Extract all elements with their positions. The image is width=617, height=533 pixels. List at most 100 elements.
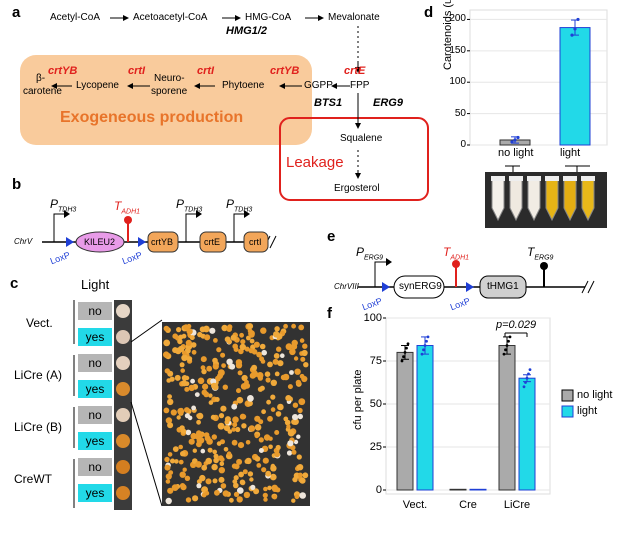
colony	[263, 486, 268, 492]
loxp-triangle-e1	[382, 282, 390, 292]
colony	[249, 477, 254, 482]
gene-thmg1: tHMG1	[487, 281, 519, 292]
colony	[247, 395, 254, 402]
colony	[291, 498, 296, 503]
colony	[202, 383, 209, 390]
colony	[203, 325, 210, 333]
panel-d-bars	[499, 17, 591, 146]
colony	[181, 350, 187, 356]
colony	[170, 409, 177, 416]
terminator-erg9-icon	[540, 262, 548, 270]
panel-label-d: d	[424, 4, 434, 21]
colony	[296, 434, 301, 439]
colony	[258, 437, 264, 443]
colony	[200, 365, 206, 371]
data-point	[525, 376, 529, 380]
legend-swatch-light	[561, 405, 574, 418]
colony	[192, 448, 197, 453]
colony	[213, 338, 218, 343]
colony	[239, 479, 246, 485]
colony	[233, 482, 239, 489]
colony	[211, 463, 218, 471]
colony	[287, 384, 293, 390]
colony	[232, 416, 239, 424]
colony	[205, 457, 212, 465]
colony	[201, 368, 207, 375]
colony	[222, 384, 228, 390]
colony	[266, 399, 271, 405]
colony	[227, 324, 233, 330]
colony	[232, 479, 238, 484]
colony	[236, 458, 243, 465]
data-point	[405, 346, 408, 350]
colony	[181, 354, 188, 362]
colony	[232, 343, 238, 350]
colony	[287, 429, 295, 437]
promoter-subscript: TDH3	[58, 206, 77, 214]
spot-group	[116, 304, 130, 500]
colony	[172, 347, 179, 354]
colony	[287, 440, 294, 447]
colony	[218, 413, 225, 419]
colony	[186, 328, 193, 335]
tick-label: 100	[449, 76, 466, 88]
colony	[294, 368, 301, 375]
colony	[221, 363, 227, 368]
colony	[221, 324, 228, 332]
colony	[201, 492, 207, 498]
colony	[296, 464, 304, 471]
colony	[256, 463, 262, 468]
colony	[254, 424, 262, 431]
colony	[164, 368, 170, 374]
light-yes-cell: yes	[78, 328, 112, 346]
bar	[449, 488, 467, 491]
metabolite-phytoene: Phytoene	[222, 80, 265, 91]
colony	[267, 415, 273, 422]
spot	[116, 304, 130, 318]
bar	[559, 27, 591, 146]
colony	[231, 463, 238, 469]
light-header: Light	[81, 277, 110, 292]
colony	[250, 484, 256, 490]
colony	[196, 483, 202, 489]
colony	[184, 381, 190, 387]
colony-dots	[163, 323, 309, 505]
colony	[285, 343, 293, 351]
colony	[292, 402, 299, 408]
colony	[276, 333, 283, 340]
panel-label-b: b	[12, 176, 22, 193]
colony	[163, 407, 170, 414]
tube-cap	[545, 176, 559, 181]
tick-label: 150	[449, 44, 466, 56]
colony	[240, 339, 246, 345]
colony	[167, 394, 173, 399]
colony	[280, 353, 285, 359]
colony	[267, 485, 272, 491]
tube-cap	[491, 176, 505, 181]
colony	[196, 437, 204, 444]
colony	[293, 439, 299, 445]
legend-no-light: no light	[577, 389, 613, 401]
colony	[224, 416, 231, 423]
data-point	[406, 342, 410, 346]
group-label: LiCre (B)	[14, 420, 63, 434]
colony	[275, 411, 282, 417]
colony	[285, 395, 292, 402]
spot	[116, 382, 130, 396]
colony	[275, 444, 281, 451]
colony	[195, 461, 202, 468]
colony	[256, 351, 262, 358]
enzyme-crtyb-2: crtYB	[48, 65, 78, 77]
pathway-mevalonate: Mevalonate	[328, 12, 380, 23]
data-point	[402, 355, 405, 359]
pathway-acetoacetyl-coa: Acetoacetyl-CoA	[133, 12, 208, 23]
colony	[222, 490, 229, 497]
colony	[189, 335, 195, 341]
promoter-letter: P	[356, 245, 365, 259]
panel-d-xlabel-no-light: no light	[498, 147, 534, 159]
colony	[254, 415, 261, 422]
colony	[245, 440, 251, 445]
colony	[286, 450, 293, 456]
colony	[211, 382, 217, 389]
